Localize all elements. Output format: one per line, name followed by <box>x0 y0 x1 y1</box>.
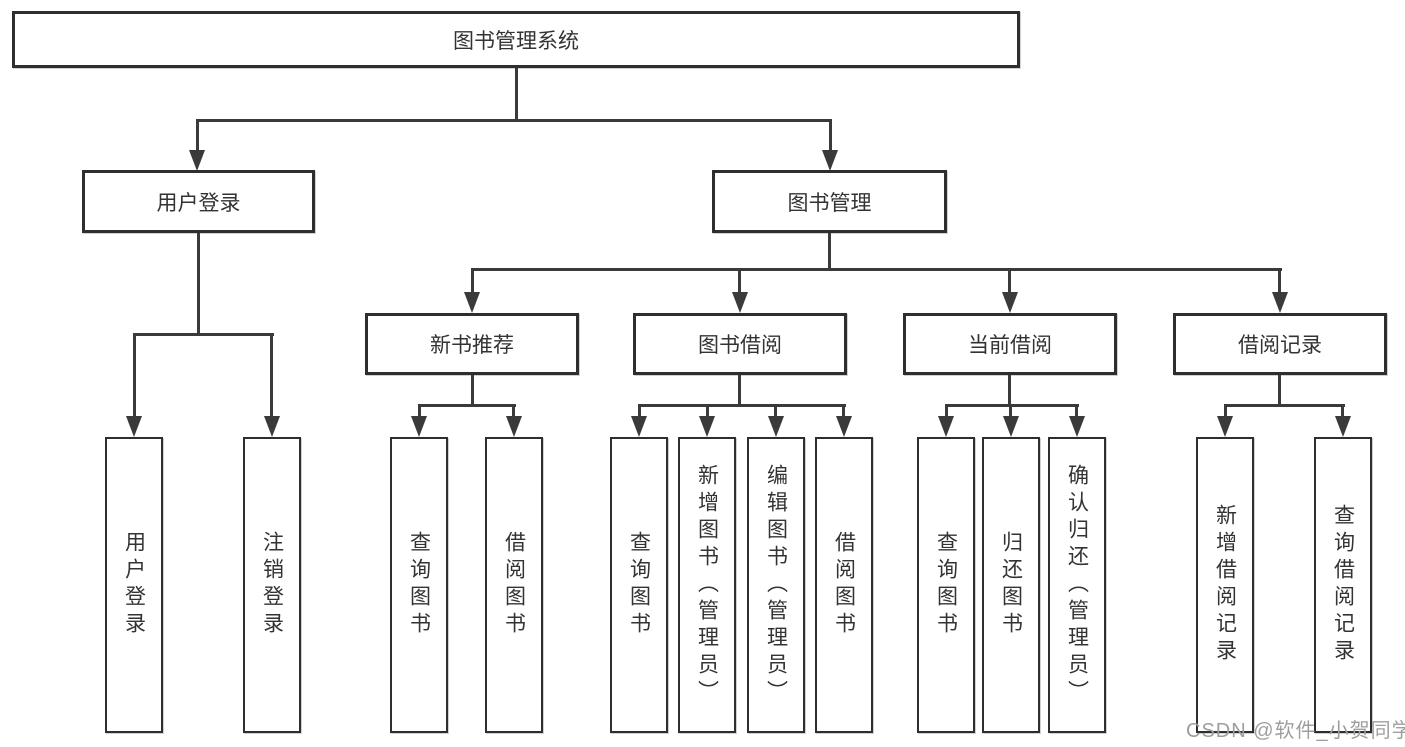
arrow-down-icon <box>1002 292 1018 313</box>
arrow-down-icon <box>1003 416 1019 437</box>
connector-line <box>471 268 474 294</box>
connector-line <box>418 404 421 418</box>
node-borrow-record: 借阅记录 <box>1173 313 1387 375</box>
connector-line <box>515 68 518 120</box>
arrow-down-icon <box>411 416 427 437</box>
connector-line <box>418 404 516 407</box>
leaf-label: 查询借阅记录 <box>1331 504 1355 666</box>
connector-line <box>1278 375 1281 407</box>
arrow-down-icon <box>699 416 715 437</box>
leaf-query-book-3: 查询图书 <box>917 437 975 733</box>
arrow-down-icon <box>768 416 784 437</box>
arrow-down-icon <box>822 150 838 171</box>
connector-line <box>471 268 1282 271</box>
arrow-down-icon <box>464 292 480 313</box>
node-current-borrow: 当前借阅 <box>903 313 1117 375</box>
connector-line <box>829 119 832 152</box>
leaf-user-login: 用户登录 <box>105 437 163 733</box>
csdn-watermark: CSDN @软件_小贺同学 <box>1186 720 1405 742</box>
leaf-label: 查询图书 <box>934 531 958 639</box>
connector-line <box>197 233 200 336</box>
leaf-label: 用户登录 <box>122 531 146 639</box>
node-label: 当前借阅 <box>968 334 1052 357</box>
leaf-edit-book-admin: 编辑图书（管理员） <box>747 437 805 733</box>
connector-line <box>1278 268 1281 294</box>
leaf-query-borrow-record: 查询借阅记录 <box>1314 437 1372 733</box>
connector-line <box>1008 375 1011 407</box>
node-book-management: 图书管理 <box>712 170 947 233</box>
leaf-label: 确认归还（管理员） <box>1065 463 1089 707</box>
node-label: 用户登录 <box>156 191 241 215</box>
node-label: 图书管理 <box>787 191 872 215</box>
connector-line <box>133 333 136 417</box>
arrow-down-icon <box>732 292 748 313</box>
leaf-return-book: 归还图书 <box>982 437 1040 733</box>
leaf-confirm-return-admin: 确认归还（管理员） <box>1048 437 1106 733</box>
connector-line <box>1224 404 1227 418</box>
connector-line <box>1009 404 1012 418</box>
connector-line <box>638 404 641 418</box>
node-new-book-recommend: 新书推荐 <box>365 313 579 375</box>
connector-line <box>638 404 846 407</box>
arrow-down-icon <box>126 416 142 437</box>
connector-line <box>1341 404 1344 418</box>
leaf-label: 编辑图书（管理员） <box>764 463 788 707</box>
leaf-add-borrow-record: 新增借阅记录 <box>1196 437 1254 733</box>
arrow-down-icon <box>1335 416 1351 437</box>
leaf-label: 注销登录 <box>260 531 284 639</box>
leaf-label: 新增借阅记录 <box>1213 504 1237 666</box>
connector-line <box>706 404 709 418</box>
node-user-login: 用户登录 <box>82 170 315 233</box>
connector-line <box>945 404 948 418</box>
connector-line <box>774 404 777 418</box>
arrow-down-icon <box>1217 416 1233 437</box>
connector-line <box>1008 268 1011 294</box>
arrow-down-icon <box>264 416 280 437</box>
node-root: 图书管理系统 <box>12 11 1020 68</box>
connector-line <box>1224 404 1345 407</box>
arrow-down-icon <box>1272 292 1288 313</box>
node-root-label: 图书管理系统 <box>453 29 579 53</box>
leaf-label: 归还图书 <box>999 531 1023 639</box>
connector-line <box>738 375 741 407</box>
connector-line <box>270 333 273 417</box>
connector-line <box>828 233 831 271</box>
arrow-down-icon <box>631 416 647 437</box>
leaf-label: 借阅图书 <box>832 531 856 639</box>
connector-line <box>512 404 515 418</box>
node-label: 图书借阅 <box>698 334 782 357</box>
node-label: 借阅记录 <box>1238 334 1322 357</box>
connector-line <box>196 119 832 122</box>
leaf-borrow-book-2: 借阅图书 <box>815 437 873 733</box>
arrow-down-icon <box>938 416 954 437</box>
leaf-query-book-1: 查询图书 <box>390 437 448 733</box>
arrow-down-icon <box>1069 416 1085 437</box>
node-book-borrow: 图书借阅 <box>633 313 847 375</box>
connector-line <box>1075 404 1078 418</box>
arrow-down-icon <box>189 150 205 171</box>
connector-line <box>133 333 274 336</box>
leaf-borrow-book-1: 借阅图书 <box>485 437 543 733</box>
connector-line <box>738 268 741 294</box>
node-label: 新书推荐 <box>430 334 514 357</box>
leaf-label: 查询图书 <box>627 531 651 639</box>
leaf-label: 查询图书 <box>407 531 431 639</box>
leaf-label: 借阅图书 <box>502 531 526 639</box>
leaf-query-book-2: 查询图书 <box>610 437 668 733</box>
leaf-label: 新增图书（管理员） <box>695 463 719 707</box>
leaf-logout: 注销登录 <box>243 437 301 733</box>
connector-line <box>945 404 1079 407</box>
connector-line <box>196 119 199 152</box>
arrow-down-icon <box>836 416 852 437</box>
arrow-down-icon <box>506 416 522 437</box>
connector-line <box>471 375 474 407</box>
leaf-add-book-admin: 新增图书（管理员） <box>678 437 736 733</box>
connector-line <box>842 404 845 418</box>
